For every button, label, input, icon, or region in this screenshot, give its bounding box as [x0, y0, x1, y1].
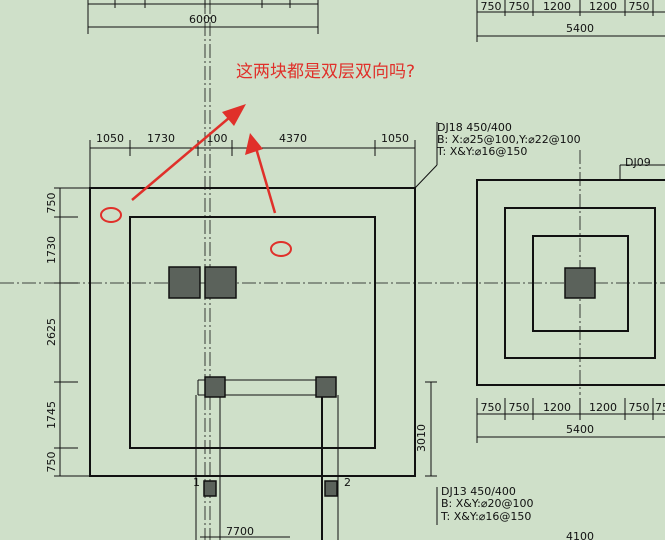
- svg-text:1730: 1730: [147, 132, 175, 145]
- dim-6000: 6000: [189, 13, 217, 26]
- dj09-dims: 750 750 1200 1200 750 75 5400: [481, 401, 665, 436]
- svg-text:1050: 1050: [96, 132, 124, 145]
- marker-circle: [270, 241, 292, 257]
- svg-text:750: 750: [629, 0, 650, 13]
- dj18-inner-step: [129, 216, 376, 449]
- svg-text:5400: 5400: [566, 423, 594, 436]
- column: [324, 480, 338, 497]
- arrow-right-head: [245, 133, 263, 155]
- column: [203, 480, 217, 497]
- svg-text:750: 750: [629, 401, 650, 414]
- svg-text:1200: 1200: [543, 0, 571, 13]
- question-annotation: 这两块都是双层双向吗?: [236, 62, 415, 82]
- tie-beam: [195, 379, 339, 540]
- dj18-left-dimension-line: [54, 187, 90, 477]
- svg-text:DJ13 450/400: DJ13 450/400: [441, 485, 516, 498]
- svg-text:2625: 2625: [45, 318, 58, 346]
- dj18-outer-step: [89, 187, 416, 477]
- svg-text:B: X:⌀25@100,Y:⌀22@100: B: X:⌀25@100,Y:⌀22@100: [437, 133, 581, 146]
- arrow-left-head: [222, 104, 246, 126]
- dj18-right-dimension-line: [425, 381, 437, 477]
- svg-text:1050: 1050: [381, 132, 409, 145]
- svg-text:75: 75: [655, 401, 665, 414]
- svg-text:4100: 4100: [566, 530, 594, 540]
- marker-circle: [100, 207, 122, 223]
- dj13-label: DJ13 450/400 B: X&Y:⌀20@100 T: X&Y:⌀16@1…: [436, 485, 594, 540]
- svg-text:B: X&Y:⌀20@100: B: X&Y:⌀20@100: [441, 497, 533, 510]
- dj18-top-dims: 1050 1730 100 4370 1050: [96, 132, 409, 145]
- top-left-dimension-strip: [87, 0, 319, 34]
- dj09-footing: [476, 164, 665, 386]
- svg-text:750: 750: [481, 0, 502, 13]
- svg-text:T: X&Y:⌀16@150: T: X&Y:⌀16@150: [436, 145, 527, 158]
- column: [315, 376, 337, 398]
- dj18-footing: [89, 122, 438, 477]
- svg-text:750: 750: [509, 401, 530, 414]
- column: [564, 267, 596, 299]
- svg-text:750: 750: [45, 193, 58, 214]
- dj18-label: DJ18 450/400 B: X:⌀25@100,Y:⌀22@100 T: X…: [436, 121, 581, 158]
- svg-text:750: 750: [509, 0, 530, 13]
- svg-text:750: 750: [45, 452, 58, 473]
- svg-text:750: 750: [481, 401, 502, 414]
- column: [168, 266, 201, 299]
- columns: [168, 266, 596, 497]
- arrow-right: [254, 147, 277, 214]
- column: [204, 376, 226, 398]
- svg-text:100: 100: [207, 132, 228, 145]
- svg-text:4370: 4370: [279, 132, 307, 145]
- arrow-left: [131, 111, 237, 201]
- svg-text:1200: 1200: [589, 401, 617, 414]
- dj18-left-dims: 750 1730 2625 1745 750: [45, 193, 58, 473]
- svg-text:1200: 1200: [589, 0, 617, 13]
- dim-3010: 3010: [415, 424, 428, 452]
- annotation-markup: [100, 104, 292, 257]
- svg-text:1200: 1200: [543, 401, 571, 414]
- svg-text:1730: 1730: [45, 236, 58, 264]
- column: [204, 266, 237, 299]
- svg-text:DJ18 450/400: DJ18 450/400: [437, 121, 512, 134]
- top-right-dims: 750 750 1200 1200 750 5400: [481, 0, 650, 35]
- column-mark-1: 1: [193, 476, 200, 489]
- svg-text:1745: 1745: [45, 401, 58, 429]
- svg-text:5400: 5400: [566, 22, 594, 35]
- dj18-leader: [414, 164, 438, 189]
- dj09-dimension-line: [476, 398, 665, 443]
- dj09-label: DJ09: [625, 156, 651, 169]
- top-right-dimension-strip: [476, 0, 665, 42]
- svg-text:T: X&Y:⌀16@150: T: X&Y:⌀16@150: [440, 510, 531, 523]
- column-mark-2: 2: [344, 476, 351, 489]
- dim-7700: 7700: [226, 525, 254, 538]
